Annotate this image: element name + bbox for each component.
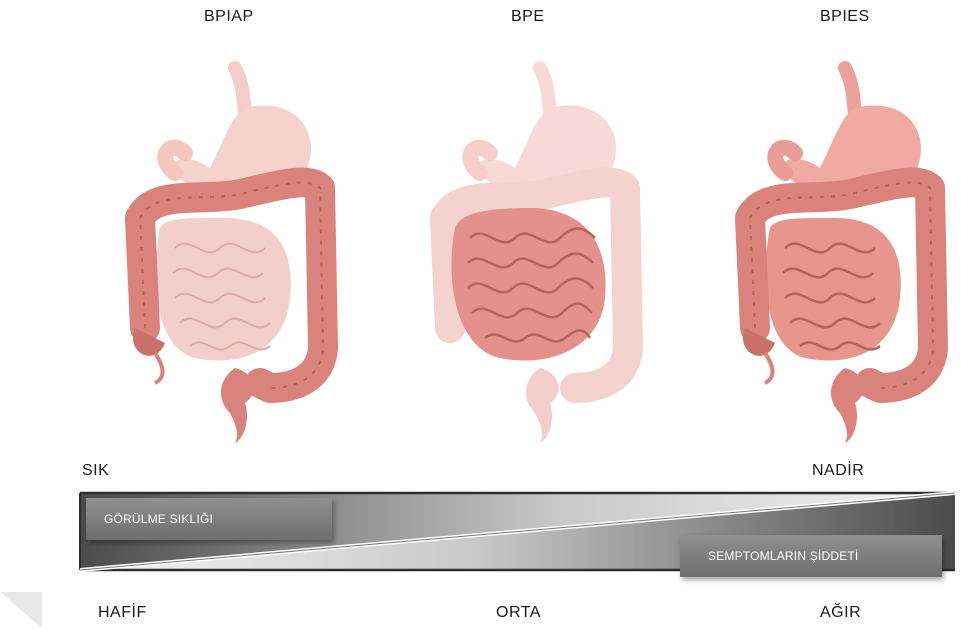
small-intestine: [766, 218, 901, 361]
rectum: [526, 368, 559, 443]
appendix: [765, 353, 773, 383]
frequency-low-label: NADİR: [812, 462, 864, 480]
frequency-high-label: SIK: [82, 462, 109, 480]
esophagus: [235, 68, 245, 113]
appendix: [155, 353, 163, 383]
esophagus: [540, 68, 550, 113]
digestive-tract-illustration-bpe: [400, 58, 650, 448]
column-header-bpiap: BPIAP: [204, 8, 254, 26]
severity-severe-label: AĞIR: [820, 604, 861, 622]
frequency-tag: GÖRÜLME SIKLIĞI: [86, 498, 332, 540]
digestive-tract-illustration-bpies: [705, 58, 955, 448]
corner-shadow-decoration: [0, 590, 45, 630]
rectum: [221, 368, 254, 443]
severity-mild-label: HAFİF: [98, 604, 147, 622]
severity-moderate-label: ORTA: [496, 604, 541, 622]
rectum: [831, 368, 864, 443]
small-intestine: [156, 218, 291, 361]
column-header-bpies: BPIES: [820, 8, 870, 26]
severity-tag: SEMPTOMLARIN ŞİDDETİ: [680, 535, 942, 577]
digestive-tract-illustration-bpiap: [95, 58, 345, 448]
esophagus: [845, 68, 855, 113]
column-header-bpe: BPE: [511, 8, 545, 26]
